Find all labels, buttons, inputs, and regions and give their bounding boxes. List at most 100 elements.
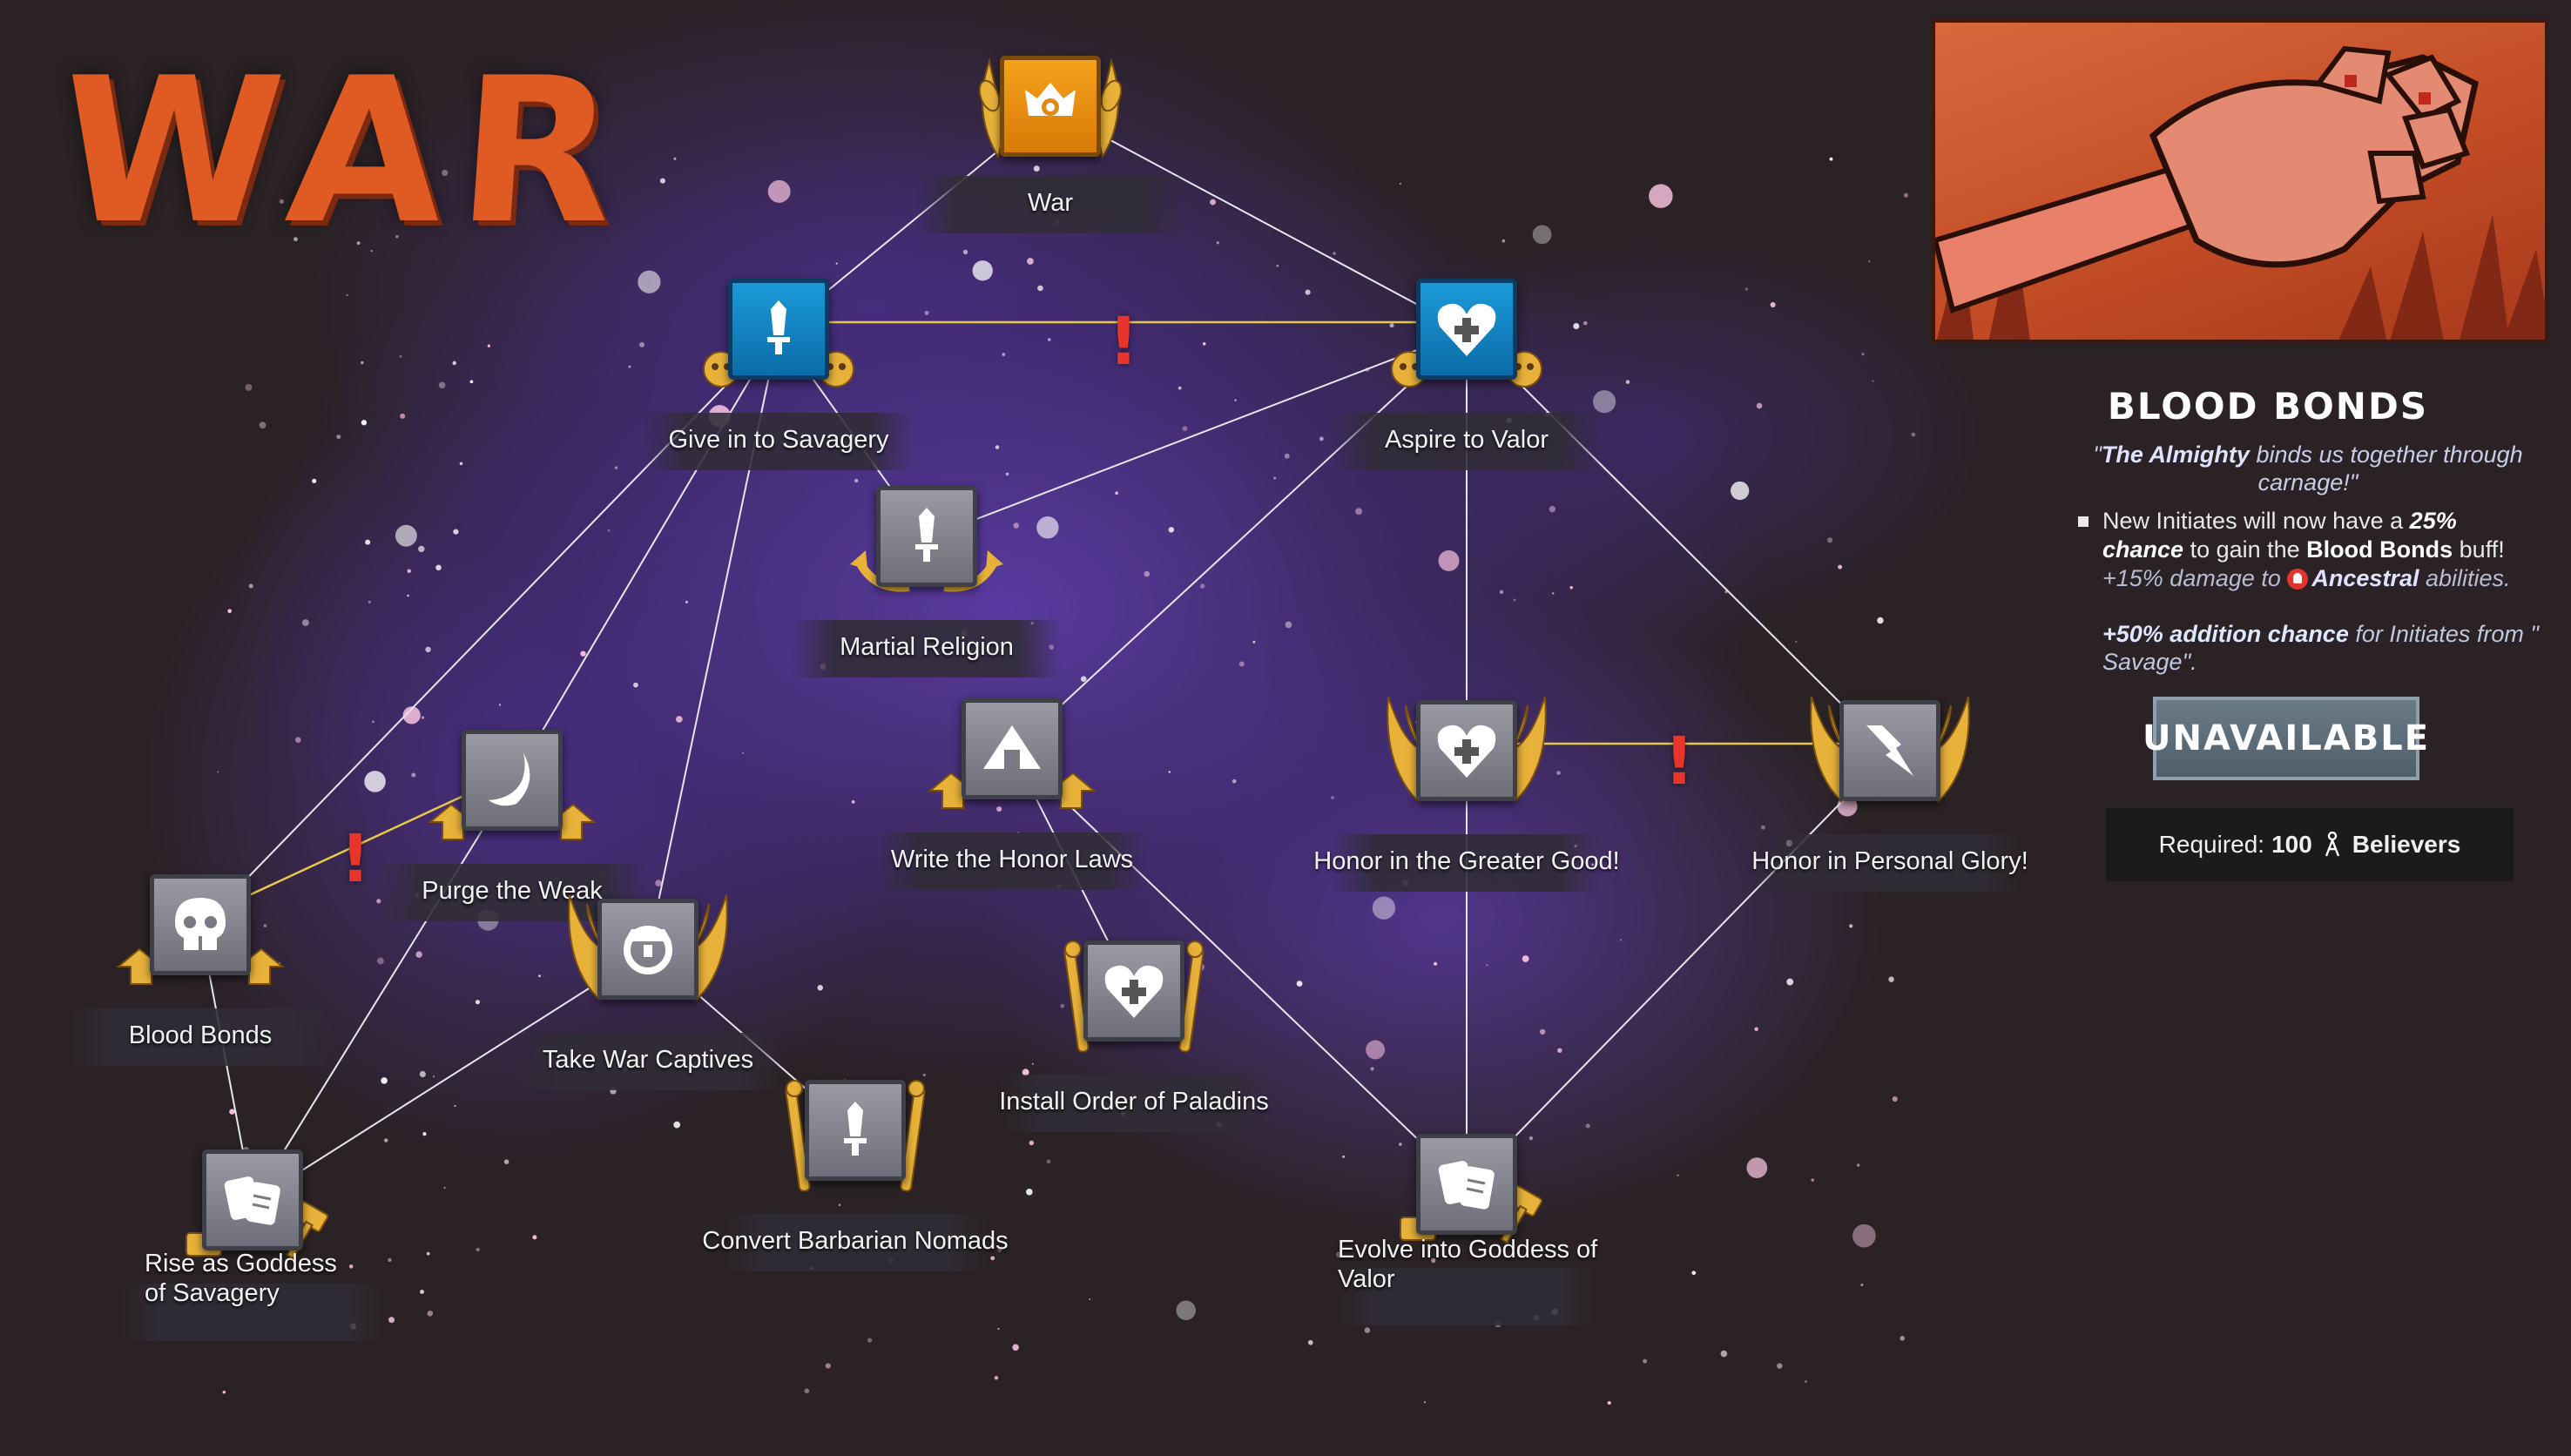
- star: [1532, 225, 1552, 245]
- star: [312, 478, 317, 483]
- tree-link: [1466, 752, 1891, 1187]
- quote-highlight: The Almighty: [2101, 442, 2250, 468]
- star: [1786, 978, 1794, 986]
- star: [1252, 640, 1256, 644]
- warning-icon: !: [1663, 722, 1695, 799]
- star: [1900, 1336, 1905, 1341]
- tablets-icon: [1438, 1161, 1495, 1210]
- star: [442, 169, 449, 177]
- star: [1903, 192, 1909, 198]
- node-icon[interactable]: [202, 1149, 303, 1250]
- star: [1423, 1401, 1427, 1404]
- star: [1795, 640, 1798, 643]
- star: [229, 1109, 235, 1115]
- star: [475, 1000, 481, 1005]
- star: [1060, 1003, 1065, 1008]
- perk-quote: "The Almighty binds us together through …: [2093, 442, 2523, 495]
- star: [361, 420, 368, 426]
- star: [419, 1070, 426, 1078]
- star: [1046, 1159, 1051, 1164]
- star: [995, 445, 1000, 449]
- node-icon[interactable]: [1000, 56, 1101, 157]
- star: [1746, 1157, 1768, 1178]
- star: [1486, 964, 1488, 967]
- star: [1047, 338, 1051, 341]
- star: [1022, 1068, 1029, 1076]
- node-icon[interactable]: [462, 730, 563, 831]
- star: [1744, 287, 1749, 291]
- star: [655, 880, 662, 886]
- node-icon[interactable]: [1416, 700, 1517, 801]
- star: [1811, 1178, 1815, 1182]
- star: [1296, 981, 1303, 987]
- label-plate: [1332, 413, 1602, 470]
- star: [1499, 590, 1504, 595]
- node-label: Rise as Goddess of Savagery: [145, 1250, 337, 1307]
- star: [1005, 472, 1009, 476]
- node-icon[interactable]: [597, 899, 698, 1000]
- label-plate: [720, 1214, 990, 1271]
- star: [402, 706, 421, 725]
- star: [997, 1327, 1000, 1331]
- eye-crown-icon: [1025, 83, 1076, 116]
- node-icon[interactable]: [1416, 1134, 1517, 1235]
- effect-prefix: New Initiates will now have a: [2102, 508, 2410, 534]
- star: [1210, 199, 1217, 206]
- star: [835, 262, 838, 265]
- label-plate: [644, 413, 914, 470]
- node-icon[interactable]: [728, 279, 829, 380]
- star: [1399, 1143, 1402, 1146]
- star: [1089, 1298, 1091, 1301]
- node-icon[interactable]: [150, 874, 251, 975]
- star: [1528, 1136, 1534, 1141]
- label-plate: [1755, 834, 2025, 892]
- star: [1552, 592, 1555, 595]
- star: [476, 1247, 480, 1252]
- tablets-icon: [224, 1176, 280, 1225]
- star: [1307, 1339, 1313, 1345]
- bonus-damage: +15% damage to: [2102, 565, 2288, 591]
- star: [418, 545, 425, 553]
- warning-icon: !: [1108, 302, 1139, 380]
- star: [854, 478, 859, 483]
- star: [1677, 1174, 1679, 1176]
- node-icon[interactable]: [1839, 700, 1940, 801]
- screen-title: WAR: [52, 36, 638, 268]
- star: [1585, 1123, 1590, 1129]
- node-icon[interactable]: [805, 1080, 906, 1181]
- node-icon[interactable]: [1083, 940, 1184, 1041]
- tree-link: [1011, 750, 1468, 1187]
- star: [411, 772, 416, 778]
- star: [400, 413, 406, 419]
- star: [395, 235, 399, 239]
- star: [1364, 1327, 1371, 1333]
- node-label: War: [1027, 189, 1074, 217]
- effect-suffix: buff!: [2453, 536, 2505, 563]
- node-label: Take War Captives: [542, 1046, 754, 1074]
- skull-icon: [175, 898, 226, 950]
- star: [1522, 955, 1529, 962]
- star: [407, 569, 411, 574]
- star: [1144, 570, 1151, 577]
- star: [1234, 399, 1237, 401]
- star: [388, 1257, 392, 1263]
- node-icon[interactable]: [1416, 279, 1517, 380]
- moon-icon: [489, 753, 530, 806]
- perk-addition-chance: +50% addition chance for Initiates from …: [2102, 620, 2555, 676]
- star: [1355, 508, 1363, 516]
- effect-chance: chance: [2102, 536, 2184, 563]
- effect-bullet: [2078, 516, 2089, 527]
- star: [279, 199, 284, 204]
- tree-link: [1011, 330, 1468, 752]
- node-icon[interactable]: [876, 486, 977, 587]
- unavailable-button[interactable]: UNAVAILABLE: [2142, 697, 2428, 780]
- star: [962, 249, 968, 255]
- tree-link: [252, 781, 513, 1203]
- star: [633, 682, 638, 688]
- star: [538, 974, 541, 978]
- star: [1852, 1223, 1876, 1248]
- star: [1037, 285, 1043, 292]
- label-plate: [1332, 1268, 1602, 1325]
- node-icon[interactable]: [962, 698, 1063, 799]
- star: [1336, 1251, 1343, 1258]
